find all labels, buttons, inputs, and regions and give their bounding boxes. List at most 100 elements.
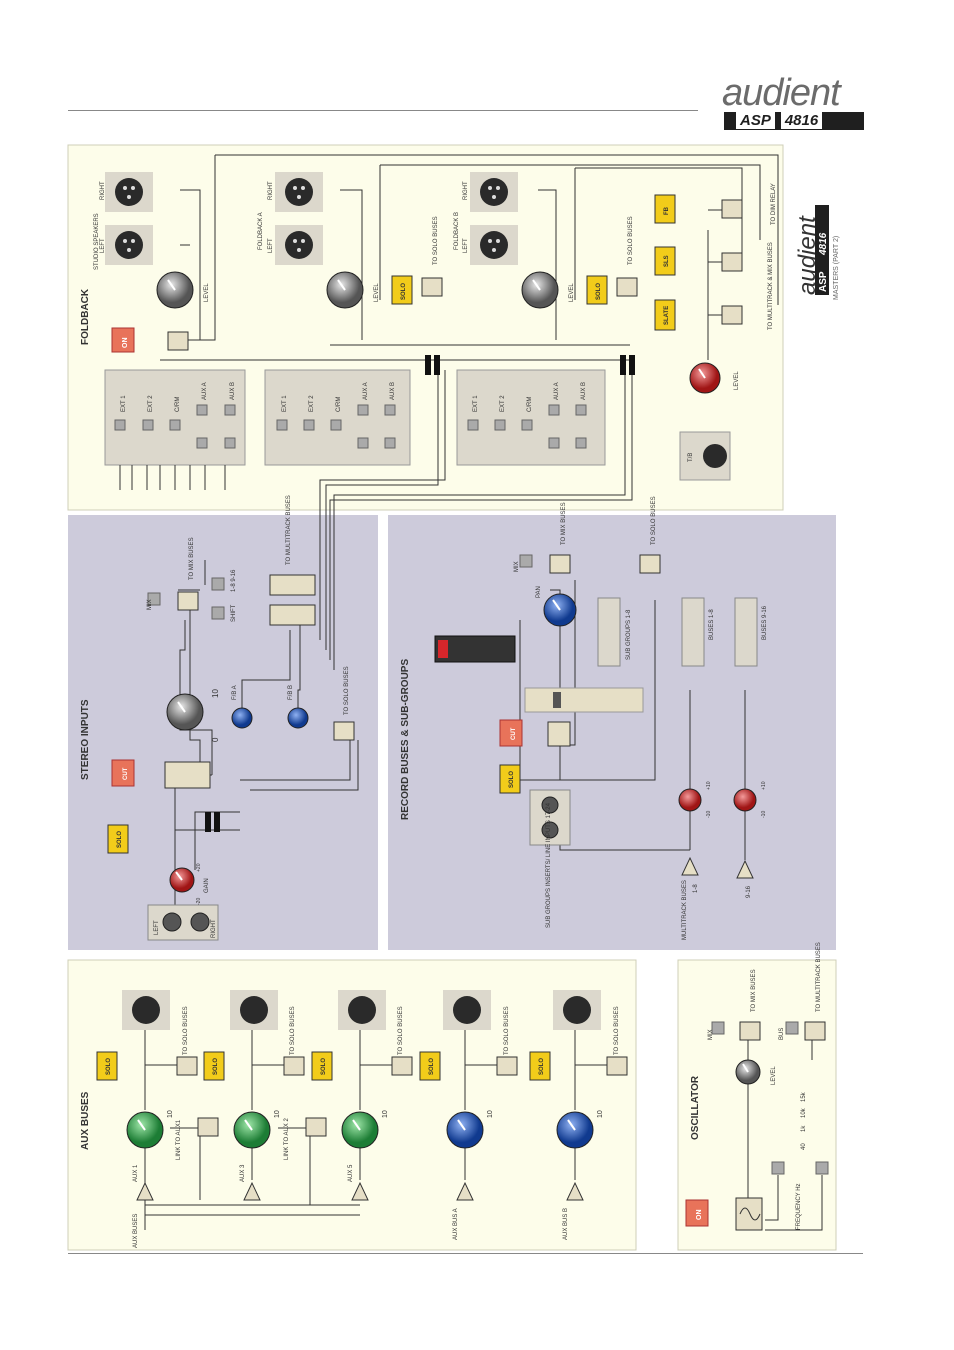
fba-crm-label: C/RM (336, 397, 342, 412)
xlr-icon (703, 444, 727, 468)
record-mix-button[interactable] (519, 554, 533, 568)
fb-button[interactable] (654, 194, 676, 224)
studio-auxa-right-button[interactable] (196, 437, 208, 449)
fbb-auxa-right-button[interactable] (548, 437, 560, 449)
aux5-solo-label: SOLO (321, 1058, 327, 1075)
fba-cap-icon (434, 355, 440, 375)
side-model-prefix: ASP (818, 271, 829, 292)
slate-button[interactable] (654, 299, 676, 331)
fbb-ext2-button[interactable] (494, 419, 506, 431)
xlr-icon (563, 996, 591, 1024)
fba-ext1-button[interactable] (276, 419, 288, 431)
fba-auxb-button[interactable] (384, 404, 396, 416)
studio-ext1-button[interactable] (114, 419, 126, 431)
osc-bus-button[interactable] (785, 1021, 799, 1035)
fba-auxa-right-button[interactable] (357, 437, 369, 449)
stereo-cut-button[interactable] (111, 759, 135, 787)
stereo-18-916-button[interactable] (211, 577, 225, 591)
fba-to-solo-label: TO SOLO BUSES (433, 216, 439, 265)
record-cut-switch (547, 721, 571, 747)
auxa-solo-button[interactable] (419, 1051, 441, 1081)
buses18-dsub[interactable] (681, 597, 705, 667)
stereo-mix-label: MIX (147, 599, 153, 610)
bus916-trim-knob[interactable] (733, 788, 757, 812)
aux1-ten: 10 (167, 1110, 174, 1118)
studio-crm-label: C/RM (175, 397, 181, 412)
studio-auxb-button[interactable] (224, 404, 236, 416)
fbb-crm-label: C/RM (527, 397, 533, 412)
aux5-ten: 10 (382, 1110, 389, 1118)
meter-clip-icon (438, 640, 448, 658)
record-cut-button[interactable] (499, 719, 523, 747)
xlr-icon (285, 178, 313, 206)
link1-label: LINK TO AUX1 (176, 1119, 182, 1160)
osc-bus-relay (804, 1021, 826, 1041)
auxb-solo-button[interactable] (529, 1051, 551, 1081)
record-fader[interactable] (524, 687, 644, 713)
fba-solo-label: SOLO (401, 283, 407, 300)
stereo-mix-button[interactable] (147, 592, 161, 606)
foldback-on-button[interactable] (111, 327, 135, 353)
aux3-solo-button[interactable] (203, 1051, 225, 1081)
fba-level-label: LEVEL (374, 283, 380, 302)
stereo-shift-button[interactable] (211, 606, 225, 620)
fbb-solo-button[interactable] (586, 275, 608, 305)
bus18-minus10: -10 (706, 811, 712, 818)
aux1-solo-button[interactable] (96, 1051, 118, 1081)
fba-auxb-right-button[interactable] (384, 437, 396, 449)
fbb-auxb-right-button[interactable] (575, 437, 587, 449)
xlr-icon (453, 996, 481, 1024)
fba-crm-button[interactable] (330, 419, 342, 431)
tb-label: T/B (688, 453, 694, 462)
xlr-icon (115, 231, 143, 259)
side-subtitle: MASTERS (PART 2) (833, 236, 840, 300)
stereo-cut-switch (164, 761, 211, 789)
studio-speakers-label: STUDIO SPEAKERS (94, 213, 100, 270)
osc-on-button[interactable] (685, 1199, 709, 1227)
side-model-number: 4816 (818, 232, 829, 256)
osc-mix-button[interactable] (711, 1021, 725, 1035)
fb-label: FB (664, 206, 670, 215)
b18-label: 1-8 (693, 884, 699, 893)
stereo-solo-button[interactable] (107, 824, 129, 854)
stereo-input-jacks[interactable] (147, 904, 219, 941)
studio-auxa-button[interactable] (196, 404, 208, 416)
fbb-auxb-button[interactable] (575, 404, 587, 416)
studio-ext2-label: EXT 2 (148, 395, 154, 412)
subgroups-dsub[interactable] (597, 597, 621, 667)
fbb-crm-button[interactable] (521, 419, 533, 431)
fbb-ext1-button[interactable] (467, 419, 479, 431)
studio-ext2-button[interactable] (142, 419, 154, 431)
stereo-fba-knob[interactable] (231, 707, 253, 729)
auxa-solo-relay (496, 1056, 518, 1076)
record-fader-cap[interactable] (553, 692, 561, 708)
auxa-label: AUX BUS A (453, 1208, 459, 1240)
fba-solo-button[interactable] (391, 275, 413, 305)
aux5-solo-button[interactable] (311, 1051, 333, 1081)
fbb-ext1-label: EXT 1 (473, 395, 479, 412)
record-solo-button[interactable] (499, 764, 521, 794)
record-pan-label: PAN (536, 586, 542, 598)
aux5-amp-icon (351, 1181, 369, 1201)
fbb-solo-label: SOLO (596, 283, 602, 300)
auxb-label: AUX BUS B (563, 1208, 569, 1240)
sls-button[interactable] (654, 246, 676, 276)
studio-crm-button[interactable] (169, 419, 181, 431)
osc-freq-button-2[interactable] (815, 1161, 829, 1175)
fbb-solo-relay (616, 277, 638, 297)
aux1-solo-relay (176, 1056, 198, 1076)
buses916-dsub[interactable] (734, 597, 758, 667)
bus18-trim-knob[interactable] (678, 788, 702, 812)
fbb-auxa-button[interactable] (548, 404, 560, 416)
fba-auxa-button[interactable] (357, 404, 369, 416)
jack-icon (162, 912, 182, 932)
osc-freq-button-1[interactable] (771, 1161, 785, 1175)
record-cut-label: CUT (511, 727, 517, 740)
fba-ext2-button[interactable] (303, 419, 315, 431)
foldback-on-relay (167, 331, 189, 351)
stereo-fbb-knob[interactable] (287, 707, 309, 729)
studio-auxb-right-button[interactable] (224, 437, 236, 449)
stereo-level-zero: 0 (211, 737, 220, 742)
record-mix-relay (549, 554, 571, 574)
